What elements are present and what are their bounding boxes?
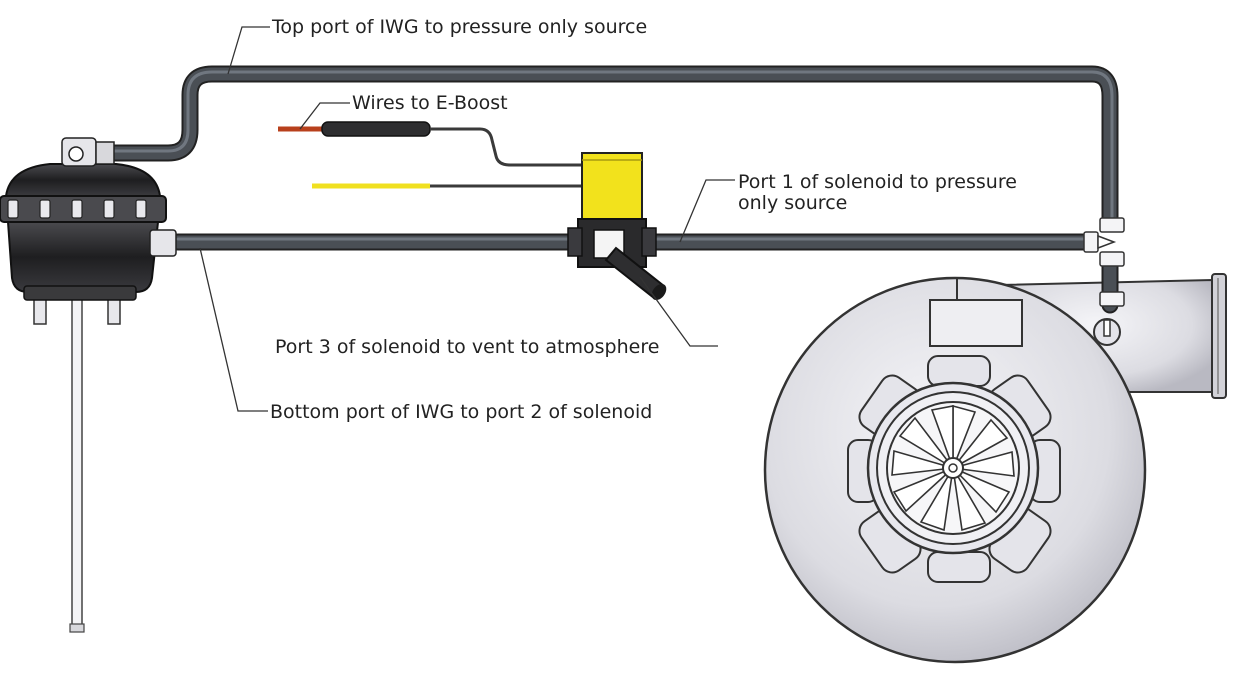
- label-wires: Wires to E-Boost: [352, 92, 508, 114]
- leader-bottom-port: [199, 247, 268, 412]
- leader-port3: [639, 276, 718, 347]
- actuator-rod: [71, 289, 83, 631]
- leader-port1: [679, 179, 735, 243]
- boost-solenoid: [567, 152, 667, 300]
- hoses: [101, 65, 1119, 314]
- solenoid-coil: [581, 152, 643, 222]
- label-port1-line2: only source: [738, 192, 847, 214]
- label-bottom-port: Bottom port of IWG to port 2 of solenoid: [270, 401, 652, 423]
- wastegate-actuator: [0, 137, 177, 633]
- wire-sleeve: [321, 121, 431, 137]
- leader-top-port: [227, 26, 270, 75]
- leader-lines: [199, 26, 735, 412]
- leader-wires: [299, 102, 350, 130]
- outlet-flange: [1211, 273, 1227, 399]
- actuator-lower-can: [6, 221, 160, 293]
- turbocharger: [763, 273, 1227, 664]
- label-plate: [929, 299, 1023, 347]
- label-port3: Port 3 of solenoid to vent to atmosphere: [275, 336, 659, 358]
- actuator-upper-dome: [4, 163, 162, 197]
- tee-fitting: [1083, 217, 1125, 307]
- wires: [278, 121, 582, 189]
- label-port1-line1: Port 1 of solenoid to pressure: [738, 171, 1017, 193]
- compressor-wheel: [891, 404, 1015, 532]
- label-top-port: Top port of IWG to pressure only source: [271, 16, 647, 38]
- wire-to-solenoid-1: [430, 127, 582, 167]
